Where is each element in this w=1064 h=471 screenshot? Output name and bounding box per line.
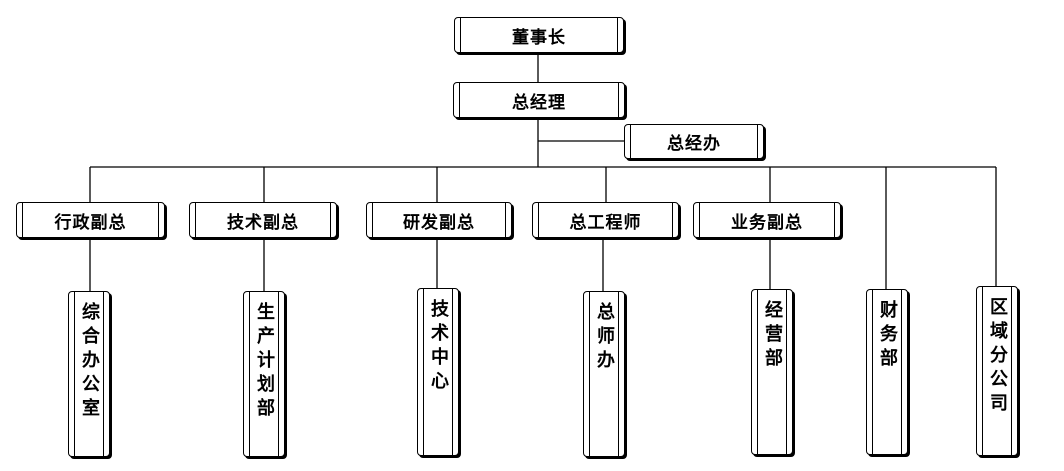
- node-general-manager: 总经理: [453, 82, 625, 118]
- node-finance-label: 财务部: [877, 300, 898, 372]
- node-chief-engineer-label: 总工程师: [569, 212, 642, 233]
- node-chief-engineer: 总工程师: [532, 202, 679, 238]
- node-tech-center-label: 技术中心: [428, 299, 449, 395]
- node-chairman: 董事长: [454, 17, 624, 53]
- node-general-manager-label: 总经理: [512, 92, 566, 113]
- node-production-planning-label: 生产计划部: [254, 302, 275, 422]
- node-engineer-office: 总师办: [583, 291, 625, 457]
- node-regional-branches-label: 区域分公司: [987, 297, 1008, 417]
- node-vp-business: 业务副总: [693, 202, 841, 238]
- node-vp-admin: 行政副总: [16, 202, 165, 238]
- node-vp-admin-label: 行政副总: [54, 212, 127, 233]
- node-vp-rnd-label: 研发副总: [403, 212, 475, 233]
- node-general-affairs-label: 综合办公室: [79, 302, 100, 422]
- node-chairman-label: 董事长: [512, 27, 566, 48]
- node-tech-center: 技术中心: [417, 288, 459, 456]
- node-finance: 财务部: [866, 289, 908, 455]
- node-operations-label: 经营部: [762, 300, 783, 372]
- node-engineer-office-label: 总师办: [594, 302, 615, 374]
- node-general-affairs: 综合办公室: [68, 291, 110, 457]
- node-vp-business-label: 业务副总: [731, 212, 803, 233]
- node-regional-branches: 区域分公司: [976, 286, 1018, 456]
- node-production-planning: 生产计划部: [243, 291, 285, 457]
- node-vp-rnd: 研发副总: [366, 202, 512, 238]
- node-gm-office-label: 总经办: [667, 134, 721, 154]
- node-operations: 经营部: [751, 289, 793, 455]
- node-gm-office: 总经办: [624, 124, 764, 159]
- node-vp-tech: 技术副总: [189, 202, 337, 238]
- node-vp-tech-label: 技术副总: [227, 212, 299, 233]
